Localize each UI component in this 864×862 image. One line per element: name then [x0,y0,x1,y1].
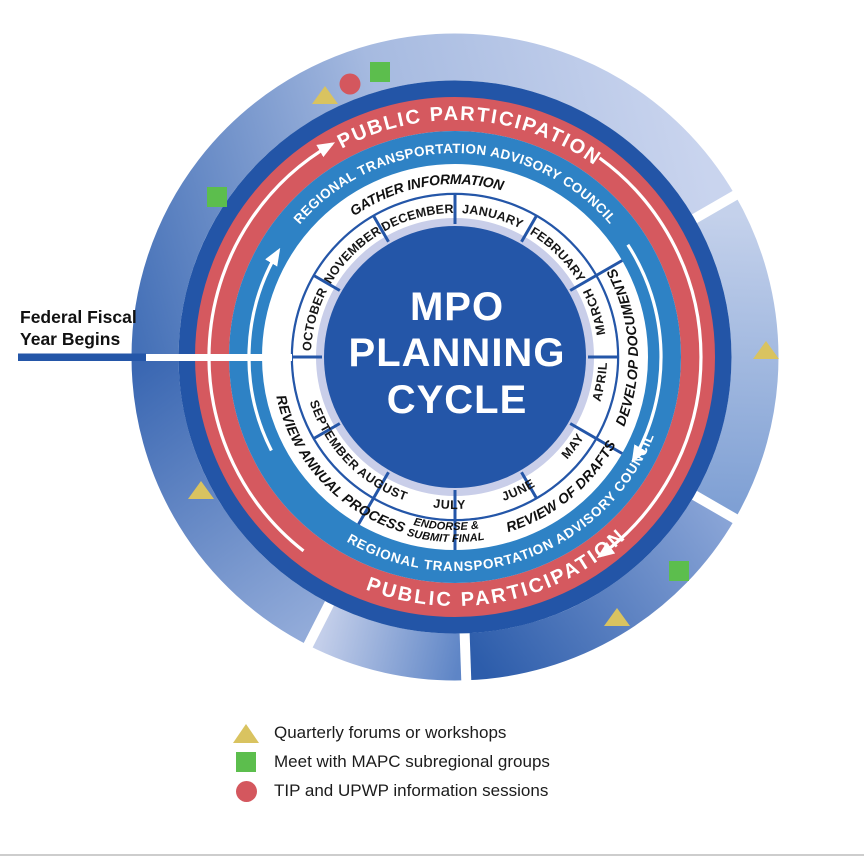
legend-item-subregional-groups: Meet with MAPC subregional groups [232,751,550,773]
outer-segment-bottom-right [464,495,736,681]
month-july: JULY [433,497,467,513]
center-disc [324,226,586,488]
quarterly-forum-marker [753,341,779,359]
legend-label: Quarterly forums or workshops [274,723,507,742]
fiscal-year-cut-line [146,354,292,361]
arrow-public-left [207,142,336,553]
legend-item-quarterly-forums: Quarterly forums or workshops [232,722,550,744]
flow-arrows [207,142,703,559]
quarterly-forum-marker [188,481,214,499]
arrow-council-left [247,247,281,452]
info-session-marker [339,73,361,95]
event-markers [188,62,779,626]
center-title-line3: CYCLE [387,378,528,422]
fiscal-year-label-line1: Federal Fiscal [20,307,137,327]
phase-dividers [357,259,623,550]
arrow-council-right [626,243,663,464]
legend: Quarterly forums or workshops Meet with … [232,722,550,802]
fiscal-year-pointer-line [18,353,146,361]
quarterly-forum-marker [604,608,630,626]
info-session-circle-icon [232,780,260,802]
outer-ring-gaps [300,187,744,687]
center-title-line1: MPO [410,285,504,329]
legend-label: TIP and UPWP information sessions [274,781,549,800]
arrow-public-right [596,156,703,559]
outer-segment-bottom-left [131,356,330,646]
subregional-group-square-icon [232,752,260,772]
quarterly-forum-marker [312,86,338,104]
subregional-group-marker [207,187,227,207]
subregional-group-marker [370,62,390,82]
fiscal-year-label: Federal Fiscal Year Begins [20,306,170,350]
outer-segment-bottom [308,603,467,681]
legend-item-info-sessions: TIP and UPWP information sessions [232,780,550,802]
quarterly-forum-triangle-icon [232,723,260,743]
subregional-group-marker [669,561,689,581]
fiscal-year-label-line2: Year Begins [20,329,121,349]
center-title: MPO PLANNING CYCLE [349,285,566,422]
center-title-line2: PLANNING [349,331,566,375]
month-dividers [292,194,618,520]
legend-label: Meet with MAPC subregional groups [274,752,550,771]
bottom-divider [0,854,864,856]
